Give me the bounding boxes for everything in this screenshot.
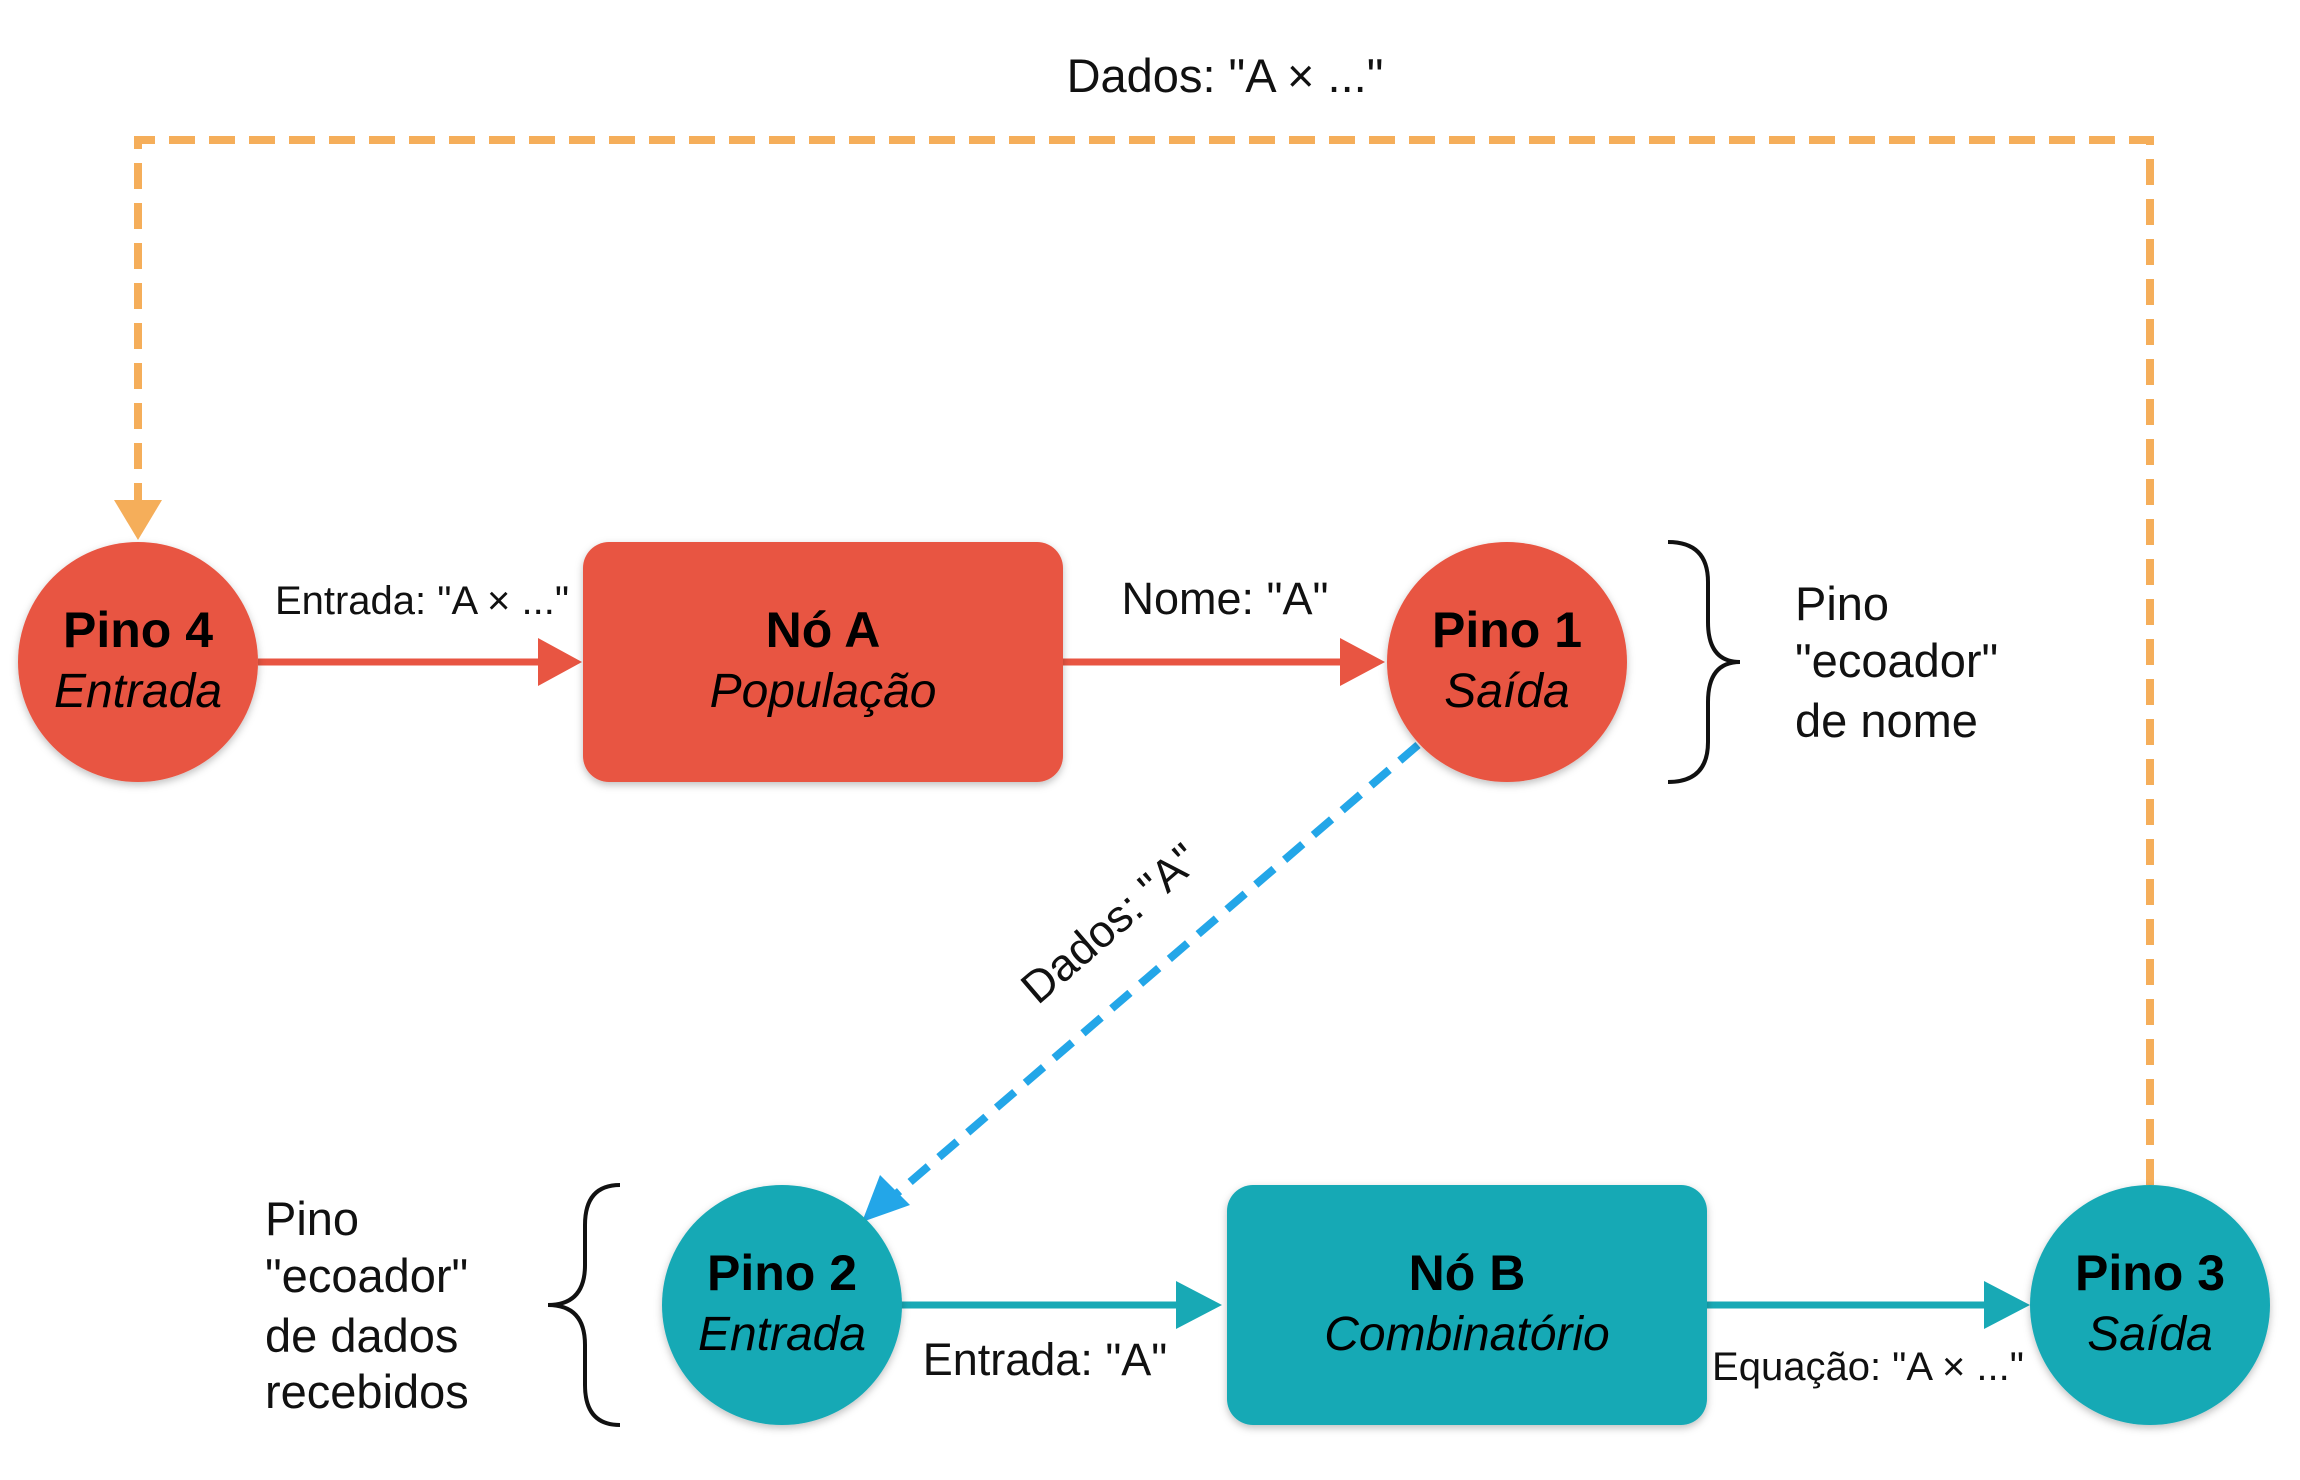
annotation-line: de dados	[265, 1309, 458, 1362]
edge-pin2-to-nodeB	[900, 1281, 1222, 1329]
nodeB-node: Nó B Combinatório	[1227, 1185, 1707, 1425]
pin2-node: Pino 2 Entrada	[662, 1185, 902, 1425]
feedback-arrowhead	[114, 500, 162, 540]
arrowhead	[1984, 1281, 2030, 1329]
annotation-line: "ecoador"	[1795, 634, 1998, 687]
nodeB-subtitle: Combinatório	[1324, 1308, 1609, 1361]
pin2-subtitle: Entrada	[698, 1308, 866, 1361]
edge-label-nodeA-to-pin1: Nome: "A"	[1121, 573, 1328, 624]
pin4-subtitle: Entrada	[54, 665, 222, 718]
nodeA-node: Nó A População	[583, 542, 1063, 782]
annotation-line: Pino	[1795, 577, 1889, 630]
nodeA-title: Nó A	[766, 602, 881, 658]
edge-label-pin1-to-pin2: Dados: "A"	[1011, 833, 1209, 1013]
edge-pin1-to-pin2	[862, 741, 1421, 1222]
annotation-line: de nome	[1795, 694, 1978, 747]
pin3-node: Pino 3 Saída	[2030, 1185, 2270, 1425]
pin2-title: Pino 2	[707, 1245, 857, 1301]
annotation-line: recebidos	[265, 1365, 469, 1418]
arrowhead	[1176, 1281, 1222, 1329]
feedback-dashed-line	[134, 136, 2154, 1185]
pin1-node: Pino 1 Saída	[1387, 542, 1627, 782]
edge-label-pin3-to-pin4: Dados: "A × ..."	[1067, 49, 1384, 102]
pin1-title: Pino 1	[1432, 602, 1582, 658]
data-echo-brace	[547, 1183, 621, 1427]
edge-pin4-to-nodeA	[258, 638, 582, 686]
pin1-subtitle: Saída	[1444, 665, 1569, 718]
nodeA-subtitle: População	[710, 665, 937, 718]
nodeB-title: Nó B	[1409, 1245, 1526, 1301]
data-echo-annotation: Pino "ecoador" de dados recebidos	[265, 1192, 469, 1418]
pin3-subtitle: Saída	[2087, 1308, 2212, 1361]
edge-pin3-to-pin4	[114, 136, 2154, 1185]
edge-label-pin2-to-nodeB: Entrada: "A"	[923, 1334, 1168, 1385]
edge-label-pin4-to-nodeA: Entrada: "A × ..."	[275, 579, 569, 623]
pin4-title: Pino 4	[63, 602, 213, 658]
name-echo-annotation: Pino "ecoador" de nome	[1795, 577, 1998, 747]
name-echo-brace	[1667, 540, 1741, 784]
edge-nodeA-to-pin1	[1063, 638, 1385, 686]
edge-nodeB-to-pin3	[1707, 1281, 2030, 1329]
pin3-title: Pino 3	[2075, 1245, 2225, 1301]
pin4-node: Pino 4 Entrada	[18, 542, 258, 782]
edge-label-nodeB-to-pin3: Equação: "A × ..."	[1712, 1345, 2024, 1389]
annotation-line: Pino	[265, 1192, 359, 1245]
annotation-line: "ecoador"	[265, 1249, 468, 1302]
arrowhead	[1340, 638, 1385, 686]
arrowhead	[862, 1175, 910, 1222]
arrowhead	[538, 638, 582, 686]
